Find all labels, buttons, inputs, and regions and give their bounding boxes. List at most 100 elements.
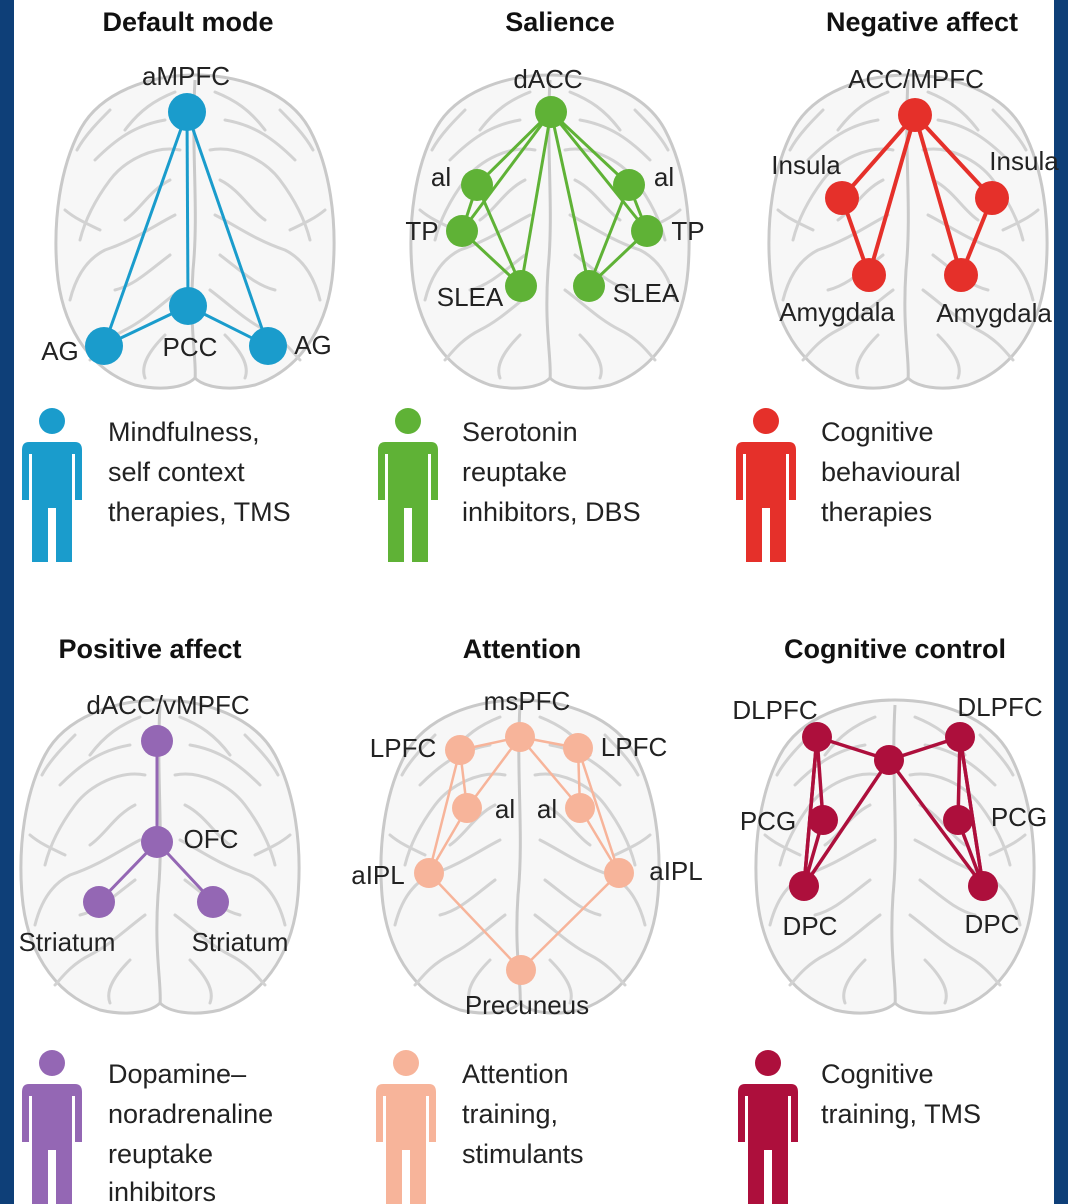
- title-salience: Salience: [505, 7, 615, 37]
- person-icon-negative-affect: [736, 408, 796, 562]
- node-label-slea-left: SLEA: [437, 282, 504, 312]
- node-label-tp-right: TP: [671, 216, 704, 246]
- title-default-mode: Default mode: [102, 7, 273, 37]
- treatment-line: training,: [462, 1099, 558, 1129]
- treatment-line: noradrenaline: [108, 1099, 273, 1129]
- title-negative-affect: Negative affect: [826, 7, 1018, 37]
- node-pcgR: [943, 805, 973, 835]
- node-label-ai-right: al: [654, 162, 674, 192]
- treatment-line: behavioural: [821, 457, 961, 487]
- edge-dlpfcR-dpcR: [958, 736, 985, 887]
- node-label-aipl-right: aIPL: [649, 856, 703, 886]
- node-lpfcR: [563, 733, 593, 763]
- node-mspfc: [505, 722, 535, 752]
- edge-hub-dpcR: [887, 758, 985, 888]
- person-body: [376, 1084, 436, 1204]
- node-hub: [874, 745, 904, 775]
- treatment-line: stimulants: [462, 1139, 584, 1169]
- title-positive-affect: Positive affect: [58, 634, 241, 664]
- person-head: [753, 408, 779, 434]
- node-prec: [506, 955, 536, 985]
- node-label-ai-left: al: [431, 162, 451, 192]
- nodes-negative-affect: [825, 98, 1009, 292]
- title-attention: Attention: [463, 634, 581, 664]
- node-label-ai-left-attention: al: [495, 794, 515, 824]
- edge-amPFC-pcc: [185, 111, 190, 307]
- person-icon-salience: [378, 408, 438, 562]
- node-label-dpc-left: DPC: [783, 911, 838, 941]
- labels-positive-affect: dACC/vMPFC OFC Striatum Striatum: [19, 690, 289, 957]
- edge-dacc-sleaR: [549, 111, 591, 287]
- edge-amPFC-agR: [185, 111, 270, 347]
- person-icon-positive-affect: [22, 1050, 82, 1204]
- node-label-lpfc-right: LPFC: [601, 732, 667, 762]
- edge-dacc-tpL: [460, 111, 553, 232]
- treatment-line: Serotonin: [462, 417, 578, 447]
- node-dpcR: [968, 871, 998, 901]
- treatment-line: therapies, TMS: [108, 497, 291, 527]
- edge-acc-amyR: [913, 114, 963, 276]
- edge-lpfcR-aiplR: [576, 747, 621, 874]
- treatment-line: self context: [108, 457, 245, 487]
- edge-dacc-aiL: [475, 110, 553, 187]
- node-acc: [898, 98, 932, 132]
- node-dlpfcR: [945, 722, 975, 752]
- node-tpL: [446, 215, 478, 247]
- person-body: [22, 1084, 82, 1204]
- node-amPFC: [168, 93, 206, 131]
- node-dlpfcL: [802, 722, 832, 752]
- node-pcgL: [808, 805, 838, 835]
- node-label-aipl-left: aIPL: [351, 860, 405, 890]
- person-head: [39, 1050, 65, 1076]
- person-head: [755, 1050, 781, 1076]
- node-aiplR: [604, 858, 634, 888]
- treatment-line: Cognitive: [821, 1059, 934, 1089]
- node-label-ofc: OFC: [184, 824, 239, 854]
- node-label-ai-right-attention: al: [537, 794, 557, 824]
- person-body: [738, 1084, 798, 1204]
- treatment-line: training, TMS: [821, 1099, 981, 1129]
- nodes-cognitive-control: [789, 722, 998, 901]
- node-amyR: [944, 258, 978, 292]
- edge-dlpfcL-dpcL: [802, 736, 819, 887]
- edge-dacc-aiR: [549, 110, 631, 187]
- node-label-striatum-left: Striatum: [19, 927, 116, 957]
- node-label-mspfc: msPFC: [484, 686, 571, 716]
- node-amyL: [852, 258, 886, 292]
- person-body: [22, 442, 82, 562]
- node-label-dlpfc-left: DLPFC: [732, 695, 817, 725]
- node-agR: [249, 327, 287, 365]
- node-label-tp-left: TP: [405, 216, 438, 246]
- treatment-line: inhibitors, DBS: [462, 497, 641, 527]
- node-pcc: [169, 287, 207, 325]
- node-label-pcg-right: PCG: [991, 802, 1047, 832]
- labels-negative-affect: ACC/MPFC Insula Insula Amygdala Amygdala: [771, 64, 1059, 328]
- node-label-pcc: PCC: [163, 332, 218, 362]
- labels-default-mode: aMPFC PCC AG AG: [41, 61, 332, 366]
- node-insR: [975, 181, 1009, 215]
- treatment-line: Attention: [462, 1059, 569, 1089]
- node-label-precuneus: Precuneus: [465, 990, 589, 1020]
- person-head: [393, 1050, 419, 1076]
- person-body: [378, 442, 438, 562]
- treatment-default-mode: Mindfulness, self context therapies, TMS: [108, 417, 291, 527]
- person-icon-cognitive-control: [738, 1050, 798, 1204]
- node-lpfcL: [445, 735, 475, 765]
- node-aiplL: [414, 858, 444, 888]
- labels-cognitive-control: DLPFC DLPFC PCG PCG DPC DPC: [732, 692, 1047, 941]
- edge-acc-amyL: [867, 114, 917, 276]
- edge-mspfc-aiR: [519, 736, 581, 809]
- node-label-dlpfc-right: DLPFC: [957, 692, 1042, 722]
- edges-salience: [460, 110, 649, 288]
- node-label-dpc-right: DPC: [965, 909, 1020, 939]
- node-sleaL: [505, 270, 537, 302]
- person-body: [736, 442, 796, 562]
- node-strL: [83, 886, 115, 918]
- nodes-positive-affect: [83, 725, 229, 918]
- node-dpcL: [789, 871, 819, 901]
- treatment-line: reuptake: [108, 1139, 213, 1169]
- treatment-line: inhibitors: [108, 1177, 216, 1204]
- labels-salience: dACC al al TP TP SLEA SLEA: [405, 64, 704, 312]
- edge-aiplL-prec: [428, 872, 522, 971]
- node-ofc: [141, 826, 173, 858]
